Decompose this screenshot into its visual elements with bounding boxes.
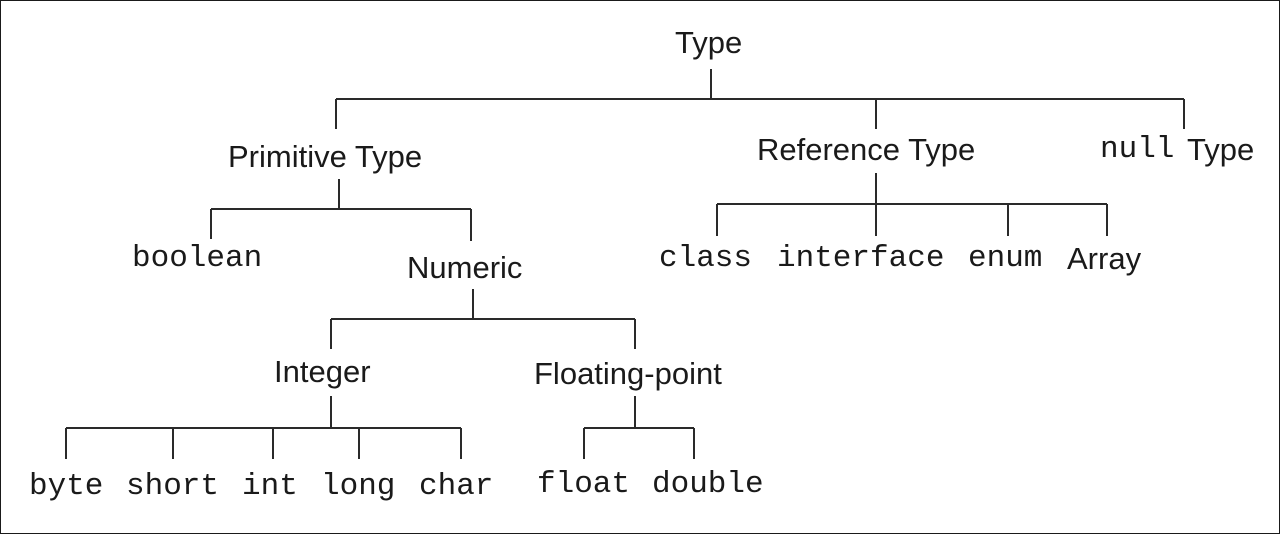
node-floating-point: Floating-point — [534, 356, 722, 391]
node-boolean: boolean — [132, 241, 263, 276]
node-double: double — [652, 467, 764, 502]
node-interface: interface — [777, 241, 945, 276]
node-reference-type: Reference Type — [757, 132, 976, 167]
node-int: int — [242, 469, 298, 504]
node-enum: enum — [968, 241, 1043, 276]
node-integer: Integer — [274, 354, 371, 389]
node-byte: byte — [29, 469, 104, 504]
node-primitive-type: Primitive Type — [228, 139, 423, 174]
node-char: char — [419, 469, 494, 504]
node-null-type-suffix: Type — [1187, 132, 1255, 167]
node-null-type-prefix: null — [1100, 132, 1175, 167]
node-long: long — [321, 469, 396, 504]
node-type: Type — [675, 25, 743, 60]
node-array: Array — [1067, 241, 1142, 276]
node-numeric: Numeric — [407, 250, 523, 285]
node-short: short — [126, 469, 220, 504]
node-class: class — [659, 241, 753, 276]
node-float: float — [537, 467, 631, 502]
